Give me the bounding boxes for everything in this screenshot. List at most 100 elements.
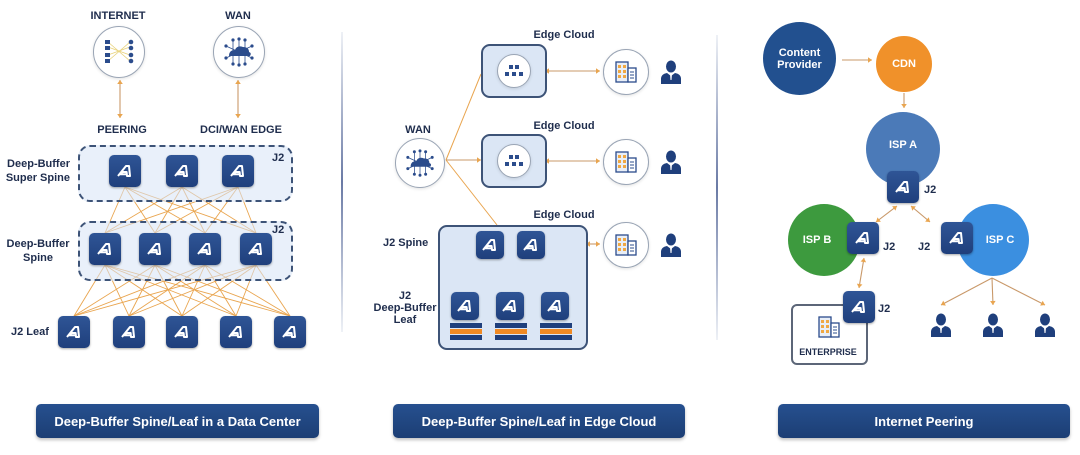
j2-tag: J2 (878, 303, 891, 315)
arrowhead (1040, 300, 1045, 306)
j2-spine-switch[interactable] (476, 231, 504, 259)
peering-label: PEERING (97, 124, 147, 136)
arista-logo-icon (457, 300, 471, 312)
edge-cloud-label: Edge Cloud (533, 209, 595, 221)
wan-edge-link (445, 73, 482, 161)
arista-logo-icon (248, 243, 262, 255)
arista-switch[interactable] (222, 155, 254, 187)
enterprise-node[interactable]: ENTERPRISE (791, 304, 868, 365)
server-rack-icon (540, 323, 572, 341)
arista-switch[interactable] (240, 233, 272, 265)
node-label-line: Content (778, 46, 821, 59)
arista-switch[interactable] (189, 233, 221, 265)
arrowhead (117, 114, 123, 118)
isp-peering-link (875, 205, 898, 223)
j2-spine-switch[interactable] (517, 231, 545, 259)
arista-logo-icon (147, 243, 161, 255)
building-icon (818, 316, 840, 338)
wan-node[interactable] (395, 138, 445, 188)
arrowhead (860, 258, 867, 263)
j2-switch-enterprise[interactable] (843, 291, 875, 323)
j2-tag: J2 (883, 241, 896, 253)
arista-logo-icon (895, 181, 909, 193)
spine-label: Deep-Buffer Spine (7, 237, 70, 265)
arista-switch[interactable] (274, 316, 306, 348)
user-icon (661, 233, 681, 257)
arrowhead (868, 57, 872, 63)
j2-switch-isp-b[interactable] (847, 222, 879, 254)
building-icon (615, 61, 637, 83)
arista-logo-icon (547, 300, 561, 312)
j2-tag: J2 (924, 184, 937, 196)
enterprise-site[interactable] (603, 139, 649, 185)
user-link (991, 277, 1046, 306)
node-label-line: Provider (777, 58, 822, 71)
leaf-label-line: Deep-Buffer (373, 302, 437, 314)
caption-edge-cloud: Deep-Buffer Spine/Leaf in Edge Cloud (393, 404, 685, 438)
arrowhead (876, 217, 881, 222)
node-label: ISP C (985, 234, 1015, 246)
j2-leaf-switch[interactable] (496, 292, 524, 320)
arista-logo-icon (66, 326, 80, 338)
edge-cloud-node[interactable] (481, 134, 547, 188)
building-icon (615, 234, 637, 256)
arista-logo-icon (97, 243, 111, 255)
arrowhead (990, 300, 996, 305)
j2-leaf-label: J2 Deep-Buffer Leaf (374, 290, 437, 326)
enterprise-site[interactable] (603, 49, 649, 95)
edge-cloud-label: Edge Cloud (533, 120, 595, 132)
enterprise-site[interactable] (603, 222, 649, 268)
arrowhead (941, 300, 946, 306)
server-rack-icon (495, 323, 527, 341)
panel-separator (716, 35, 718, 340)
edge-cloud-node[interactable] (481, 44, 547, 98)
arista-logo-icon (228, 326, 242, 338)
arrowhead (596, 68, 600, 74)
arista-logo-icon (855, 232, 869, 244)
arrowhead (856, 283, 863, 288)
node-label: ISP A (888, 139, 918, 151)
arista-switch[interactable] (166, 155, 198, 187)
arista-switch[interactable] (139, 233, 171, 265)
internet-peering-icon (105, 39, 134, 64)
wan-node[interactable] (213, 26, 265, 78)
j2-leaf-switch[interactable] (451, 292, 479, 320)
user-icon (661, 60, 681, 84)
arista-logo-icon (282, 326, 296, 338)
j2-spine-label: J2 Spine (383, 237, 429, 249)
user-icon (1035, 313, 1055, 337)
arista-switch[interactable] (113, 316, 145, 348)
j2-switch-isp-a[interactable] (887, 171, 919, 203)
arista-switch[interactable] (89, 233, 121, 265)
arista-logo-icon (502, 300, 516, 312)
wan-cloud-icon (224, 37, 254, 67)
super-spine-label-line: Deep-Buffer (7, 158, 70, 170)
j2-leaf-switch[interactable] (541, 292, 569, 320)
spine-tag: J2 (272, 224, 285, 236)
j2-switch-isp-c[interactable] (941, 222, 973, 254)
arista-logo-icon (117, 165, 131, 177)
arista-logo-icon (482, 239, 496, 251)
arrowhead (235, 80, 241, 84)
arista-switch[interactable] (109, 155, 141, 187)
user-link (991, 277, 994, 306)
isp-peering-link (910, 205, 931, 223)
isp-a-node[interactable]: ISP A (866, 112, 940, 186)
internet-label: INTERNET (90, 10, 146, 22)
leaf-label-line: Leaf (393, 314, 417, 326)
cdn-node[interactable]: CDN (876, 36, 932, 92)
node-label: CDN (892, 58, 916, 70)
internet-node[interactable] (93, 26, 145, 78)
arista-logo-icon (121, 326, 135, 338)
wan-label: WAN (225, 10, 251, 22)
panel-separator (341, 32, 343, 332)
arrowhead (596, 158, 600, 164)
user-icon (983, 313, 1003, 337)
arrowhead (892, 206, 897, 211)
arista-switch[interactable] (58, 316, 90, 348)
arista-logo-icon (949, 232, 963, 244)
arista-switch[interactable] (166, 316, 198, 348)
arista-switch[interactable] (220, 316, 252, 348)
j2-tag: J2 (918, 241, 931, 253)
